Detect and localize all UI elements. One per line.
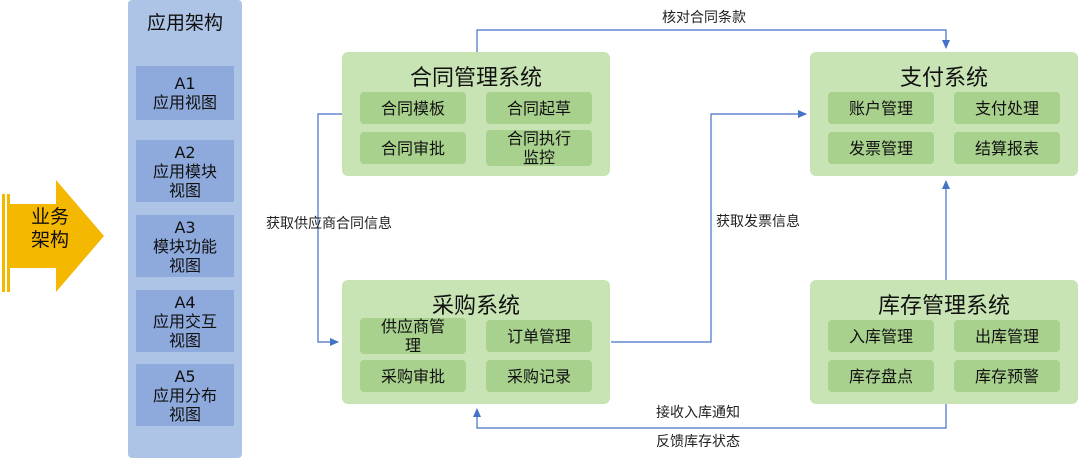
- app-architecture-title: 应用架构: [146, 12, 223, 34]
- edge-contract-to-procurement: [317, 113, 342, 346]
- inventory-system-title: 库存管理系统: [877, 294, 1010, 319]
- module-inbound-management[interactable]: 入库管理: [828, 320, 934, 352]
- module-contract-draft[interactable]: 合同起草: [486, 92, 592, 124]
- edge-label-contract-procurement: 获取供应商合同信息: [266, 216, 392, 232]
- edge-label-procurement-payment: 获取发票信息: [716, 214, 800, 230]
- inventory-system-box[interactable]: 库存管理系统 入库管理 出库管理 库存盘点 库存预警: [810, 280, 1078, 404]
- module-contract-template[interactable]: 合同模板: [360, 92, 466, 124]
- business-arrow-icon: [10, 180, 104, 292]
- module-order-management[interactable]: 订单管理: [486, 320, 592, 352]
- edge-procurement-to-payment: [611, 110, 807, 343]
- app-item-a3[interactable]: A3 模块功能 视图: [136, 215, 234, 277]
- edge-inventory-to-procurement: [473, 404, 947, 429]
- edge-label-contract-payment: 核对合同条款: [662, 10, 746, 26]
- module-supplier-management[interactable]: 供应商管理: [360, 317, 466, 355]
- module-payment-processing[interactable]: 支付处理: [954, 92, 1060, 124]
- edge-label-stock-feedback: 反馈库存状态: [656, 434, 740, 450]
- payment-system-box[interactable]: 支付系统 账户管理 支付处理 发票管理 结算报表: [810, 52, 1078, 176]
- procurement-system-box[interactable]: 采购系统 供应商管理 订单管理 采购审批 采购记录: [342, 280, 610, 404]
- module-contract-monitoring[interactable]: 合同执行监控: [486, 129, 592, 167]
- module-outbound-management[interactable]: 出库管理: [954, 320, 1060, 352]
- edge-label-inbound-notice: 接收入库通知: [656, 405, 740, 421]
- business-architecture-label: 业务 架构: [30, 206, 69, 251]
- contract-system-title: 合同管理系统: [409, 66, 542, 91]
- module-stock-count[interactable]: 库存盘点: [828, 360, 934, 392]
- module-procurement-approval[interactable]: 采购审批: [360, 360, 466, 392]
- module-account-management[interactable]: 账户管理: [828, 92, 934, 124]
- business-stripe: [2, 194, 5, 292]
- contract-system-box[interactable]: 合同管理系统 合同模板 合同起草 合同审批 合同执行监控: [342, 52, 610, 176]
- app-item-a5[interactable]: A5 应用分布 视图: [136, 364, 234, 426]
- module-invoice-management[interactable]: 发票管理: [828, 132, 934, 164]
- payment-system-title: 支付系统: [899, 66, 988, 91]
- procurement-system-title: 采购系统: [431, 294, 520, 319]
- module-settlement-report[interactable]: 结算报表: [954, 132, 1060, 164]
- module-procurement-records[interactable]: 采购记录: [486, 360, 592, 392]
- app-item-a1[interactable]: A1 应用视图: [136, 66, 234, 120]
- app-architecture-column: 应用架构 A1 应用视图 A2 应用模块 视图 A3 模块功能 视图 A4 应用…: [128, 0, 242, 458]
- edge-contract-to-payment: [476, 29, 950, 52]
- business-stripe: [7, 194, 10, 292]
- module-stock-alert[interactable]: 库存预警: [954, 360, 1060, 392]
- module-contract-approval[interactable]: 合同审批: [360, 132, 466, 164]
- app-item-a4[interactable]: A4 应用交互 视图: [136, 290, 234, 352]
- app-item-a2[interactable]: A2 应用模块 视图: [136, 140, 234, 202]
